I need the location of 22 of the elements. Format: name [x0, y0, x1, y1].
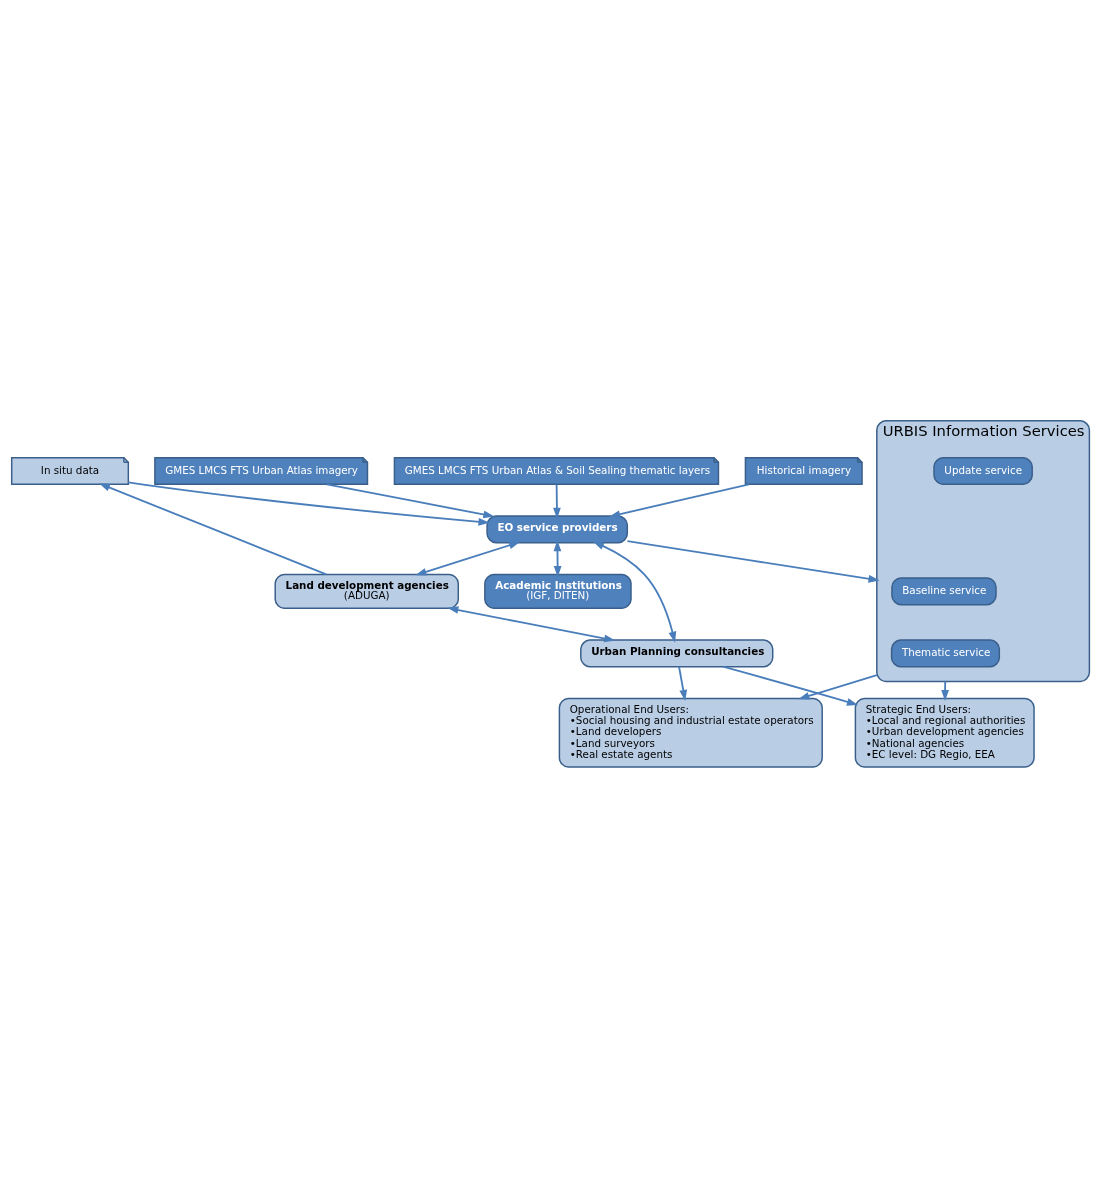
arrow: [941, 680, 949, 702]
arrow: [553, 483, 561, 519]
node-box: EO service providers: [486, 515, 629, 544]
node-box: Operational End Users: •Social housing and industrial estate operators •Land developers •Land surveyors •Real estate agents: [558, 697, 823, 768]
arrow: [127, 481, 490, 526]
arrow: [415, 541, 521, 576]
arrow: [722, 665, 858, 706]
node-box: Baseline service: [891, 577, 997, 606]
arrow: [798, 674, 878, 700]
arrow: [325, 483, 495, 519]
arrow: [609, 483, 750, 518]
arrow: [447, 606, 616, 643]
node-box: Urban Planning consultancies: [580, 639, 774, 668]
arrow: [678, 666, 688, 702]
arrow: [98, 483, 328, 576]
node-box: Thematic service: [890, 639, 1001, 668]
arrow: [626, 540, 880, 583]
node-box: Academic Institutions (IGF, DITEN): [484, 573, 632, 610]
node-box: Update service: [933, 457, 1033, 486]
node-box: Land development agencies (ADUGA): [274, 573, 459, 610]
node-box: Strategic End Users: •Local and regional authorities •Urban development agencies •National agencies •EC level: DG Regio, EEA: [854, 697, 1035, 768]
arrow: [592, 541, 677, 643]
